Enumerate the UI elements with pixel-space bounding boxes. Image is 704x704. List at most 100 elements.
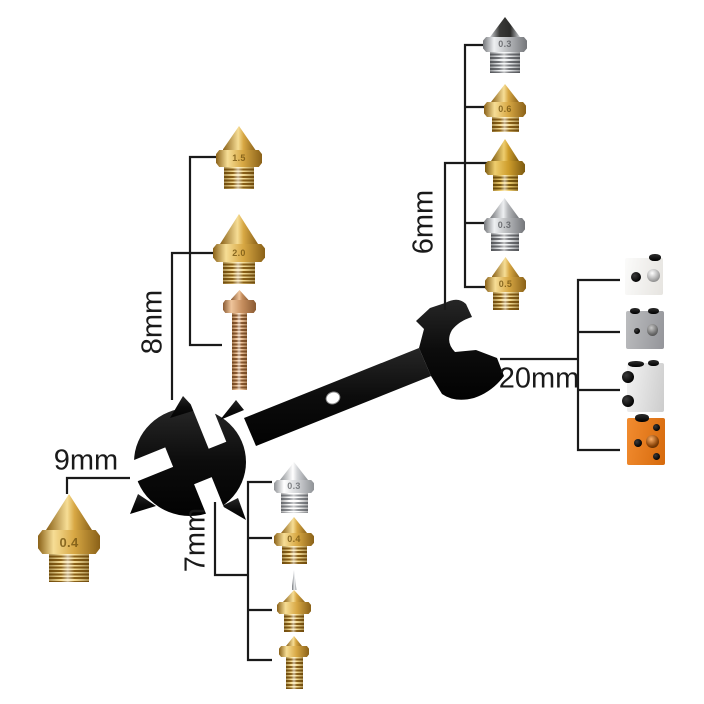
mk8-brass-nozzle: 0.6: [484, 84, 526, 132]
long-copper-thread-nozzle: [223, 290, 256, 390]
v6-chrome-nozzle: 0.3: [274, 462, 314, 513]
nozzle-size-marking: 0.3: [287, 481, 301, 491]
nozzle-hex: 0.4: [38, 530, 100, 554]
nozzle-size-marking: 0.5: [498, 279, 513, 289]
nozzle-hex: [277, 602, 311, 614]
nozzle-size-marking: 0.4: [59, 534, 79, 550]
wrench-jaw-notch: [118, 447, 174, 486]
nozzle-size-marking: 0.3: [498, 39, 512, 49]
dimension-label-9mm: 9mm: [53, 444, 119, 477]
heater-block-silver: [622, 360, 664, 412]
nozzle-hex: 1.5: [216, 150, 262, 167]
heater-block-screw: [622, 395, 634, 407]
nozzle-hex: [223, 300, 256, 313]
heater-block-white: [625, 254, 663, 295]
nozzle-hex: [279, 646, 309, 657]
nozzle-thread: [492, 175, 518, 191]
nozzle-size-marking: 2.0: [232, 247, 246, 258]
nozzle-thread: [490, 233, 519, 251]
heater-block-hole: [634, 439, 642, 447]
dimension-label-7mm: 7mm: [179, 507, 212, 573]
heater-block-screw: [653, 453, 660, 460]
callout-6mm-dimension-line: [443, 161, 465, 310]
nozzle-thread: [49, 554, 89, 582]
nozzle-size-marking: 1.5: [232, 153, 246, 163]
volcano-brass-nozzle: [279, 636, 309, 689]
callout-9mm-dimension-line: [65, 476, 130, 494]
nozzle-thread: [491, 117, 519, 132]
heater-block-hole: [646, 435, 659, 448]
heater-block-hole: [634, 328, 640, 334]
callout-7mm-dimension-line: [213, 502, 248, 577]
nozzle-cone: [46, 494, 92, 530]
nozzle-thread: [223, 262, 255, 284]
mk8-brass-nozzle: 0.5: [485, 257, 526, 310]
callout-7mm-nozzle-bracket: [246, 480, 272, 662]
needle-tip-brass-nozzle: [277, 570, 311, 632]
wrench-claw-spike: [130, 494, 156, 514]
nozzle-hex: 0.3: [484, 218, 525, 233]
heater-block-face: [626, 311, 664, 349]
nozzle-hex: [485, 161, 525, 175]
callout-6mm-nozzle-bracket: [463, 43, 488, 289]
nozzle-cone: [491, 139, 519, 161]
steel-nozzle-black-tip: 0.3: [483, 17, 527, 73]
nozzle-cone: [281, 517, 307, 533]
wrench-claw-spike: [220, 400, 244, 420]
v6-brass-nozzle: 0.4: [274, 517, 314, 564]
dimension-label-8mm: 8mm: [136, 289, 169, 355]
mk8-steel-nozzle: 0.3: [484, 198, 525, 251]
heater-block-slot: [628, 361, 644, 367]
heater-block-screw: [622, 371, 634, 383]
wrench-right-head: [416, 299, 504, 400]
nozzle-size-marking: 0.3: [497, 220, 512, 230]
nozzle-thread: [490, 52, 520, 73]
wrench-jaw-notch: [194, 477, 229, 527]
dimension-label-20mm: 20mm: [498, 362, 580, 395]
nozzle-thread: [280, 493, 308, 513]
heater-block-cap: [635, 414, 649, 422]
mk8-brass-nozzle: 1.5: [216, 126, 262, 189]
heater-block-gray: [626, 308, 664, 349]
nozzle-size-marking: 0.4: [287, 534, 301, 544]
nozzle-size-marking: 0.6: [498, 104, 512, 114]
nozzle-thread: [281, 546, 307, 564]
heater-block-screw: [653, 424, 660, 431]
nozzle-cone: [286, 636, 302, 646]
callout-20mm-block-bracket: [576, 278, 620, 452]
heater-block-cap: [648, 360, 659, 366]
nozzle-hex: 0.3: [274, 480, 314, 493]
nozzle-cone: [490, 17, 520, 37]
wrench-claw-spike: [222, 498, 246, 520]
wrench-hole: [325, 391, 341, 405]
wrench-claw-spike: [170, 396, 196, 418]
nozzle-cone: [491, 257, 520, 277]
nozzle-cone: [280, 462, 308, 480]
heater-block-hole: [647, 269, 660, 282]
heater-block-orange: [627, 414, 665, 465]
nozzle-hex: 0.4: [274, 533, 314, 546]
wrench-jaw-notch: [190, 397, 227, 449]
nozzle-cone: [220, 214, 258, 244]
mk8-brass-nozzle: 2.0: [213, 214, 265, 284]
nozzle-cone: [490, 198, 519, 218]
mk8-gold-nozzle: [485, 139, 525, 191]
nozzle-hex: 0.6: [484, 102, 526, 117]
dimension-label-6mm: 6mm: [407, 189, 440, 255]
nozzle-thread: [224, 167, 254, 189]
nozzle-cone: [230, 290, 249, 300]
heater-block-cap: [630, 308, 640, 314]
nozzle-hex: 2.0: [213, 244, 265, 262]
multi-wrench: [118, 299, 504, 527]
nozzle-thread: [232, 313, 247, 390]
nozzle-thread: [285, 657, 303, 689]
callout-8mm-dimension-line: [170, 251, 190, 400]
heater-block-cap: [648, 308, 659, 314]
nozzle-cone: [283, 590, 305, 602]
nozzle-needle-tip: [291, 570, 297, 590]
nozzle-hex: 0.3: [483, 37, 527, 52]
nozzle-cone: [491, 84, 519, 102]
mk10-brass-nozzle: 0.4: [38, 494, 100, 582]
